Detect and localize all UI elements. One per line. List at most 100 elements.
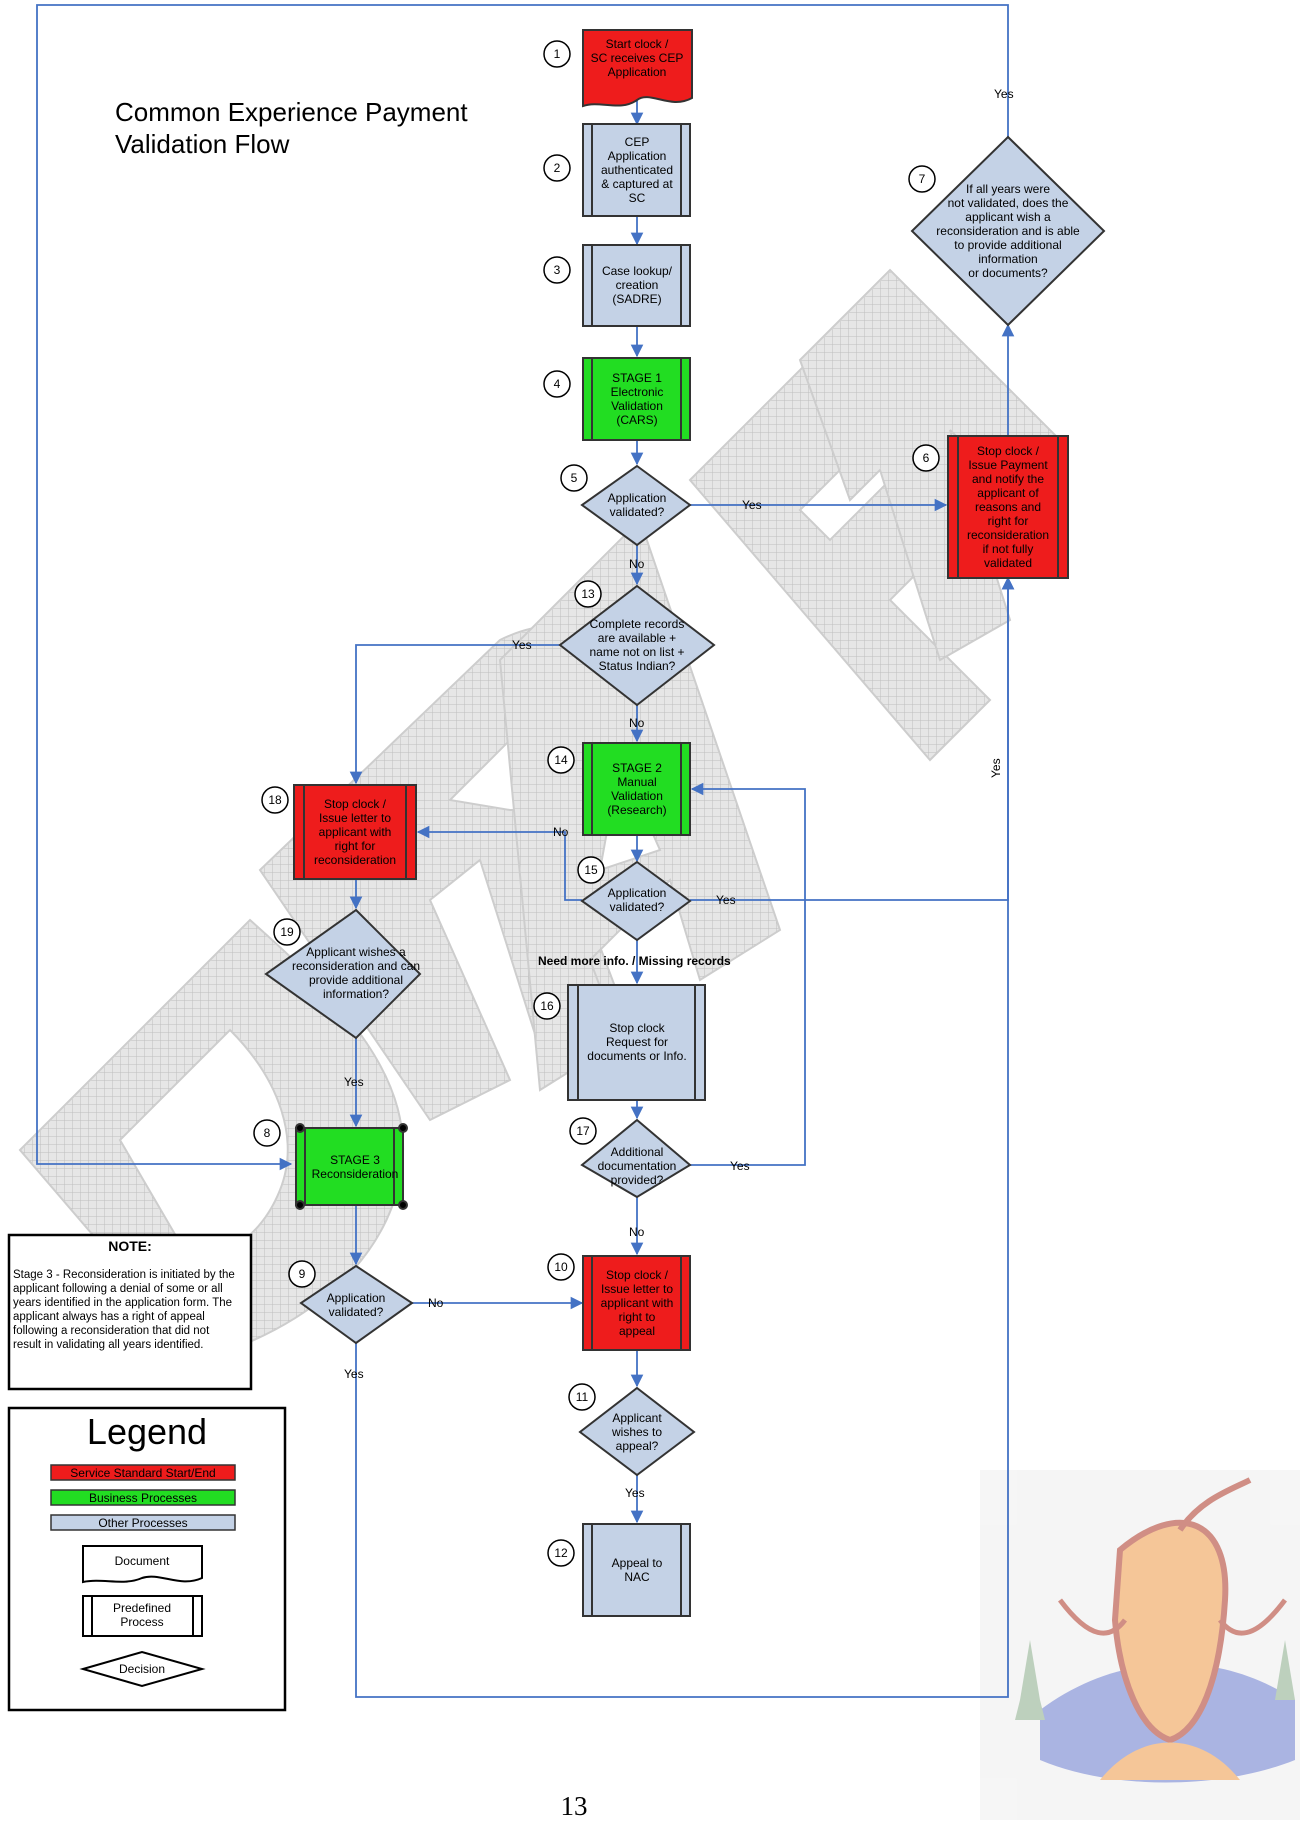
- note-box: NOTE: Stage 3 - Reconsideration is initi…: [7, 1233, 253, 1391]
- step-3-label-line: Case lookup/: [602, 264, 673, 278]
- step-2-label-line: CEP: [625, 135, 650, 149]
- step-1-document: [582, 29, 693, 108]
- connectors: [36, 4, 1015, 1698]
- step-1-number-circle: [543, 40, 571, 68]
- step-2-label-line: authenticated: [601, 163, 673, 177]
- edge-label-7-yes: Yes: [994, 87, 1014, 101]
- step-14-stage-2: [582, 742, 691, 836]
- edge-label-17-no: No: [629, 1225, 645, 1239]
- step-7-number: 7: [919, 172, 926, 186]
- step-11-label-line: wishes to: [611, 1425, 662, 1439]
- step-18-label-line: Issue letter to: [319, 811, 391, 825]
- step-18-stop-clock-reconsideration-letter: [293, 784, 417, 880]
- step-11-number-circle: [568, 1383, 596, 1411]
- step-15-decision: [580, 860, 692, 942]
- step-2-label-line: Application: [608, 149, 667, 163]
- step-16-label-line: Request for: [606, 1035, 668, 1049]
- step-10-stop-clock-appeal-letter: [582, 1255, 691, 1351]
- edge-label-15-no: No: [553, 825, 569, 839]
- step-15-label-line: validated?: [610, 900, 665, 914]
- step-1-label-line: SC receives CEP: [591, 51, 684, 65]
- step-10-label-line: appeal: [619, 1324, 655, 1338]
- step-6-label-line: reconsideration: [967, 528, 1049, 542]
- step-19-number-circle: [273, 918, 301, 946]
- step-7-label-line: reconsideration and is able: [936, 224, 1080, 238]
- step-12-label-line: Appeal to: [612, 1556, 663, 1570]
- legend: Legend Service Standard Start/End Busine…: [7, 1406, 287, 1712]
- step-17-label-line: provided?: [611, 1173, 664, 1187]
- step-15-number: 15: [584, 863, 598, 877]
- step-2-label-line: & captured at: [601, 177, 673, 191]
- step-14-number: 14: [554, 753, 568, 767]
- note-heading: NOTE:: [108, 1238, 152, 1254]
- step-8-number-circle: [253, 1119, 281, 1147]
- step-7-number-circle: [908, 165, 936, 193]
- step-6-label-line: Issue Payment: [968, 458, 1048, 472]
- step-6-label-line: applicant of: [977, 486, 1039, 500]
- step-18-label-line: reconsideration: [314, 853, 396, 867]
- step-3-label-line: creation: [616, 278, 659, 292]
- step-10-number: 10: [554, 1260, 568, 1274]
- step-17-number-circle: [569, 1117, 597, 1145]
- step-17-label-line: documentation: [598, 1159, 677, 1173]
- step-9-label-line: Application: [327, 1291, 386, 1305]
- page-number: 13: [561, 1791, 588, 1821]
- legend-heading: Legend: [87, 1411, 207, 1452]
- legend-decision: Decision: [119, 1662, 165, 1676]
- step-5-label-line: Application: [608, 491, 667, 505]
- step-7-decision: [910, 135, 1106, 327]
- step-5-decision: [580, 464, 692, 547]
- step-2-number: 2: [554, 161, 561, 175]
- step-16-label-line: Stop clock: [609, 1021, 665, 1035]
- title-line-2: Validation Flow: [115, 129, 290, 159]
- step-2-label-line: SC: [629, 191, 646, 205]
- step-6-stop-clock-issue-payment: [947, 435, 1069, 579]
- step-5-label-line: validated?: [610, 505, 665, 519]
- step-3-label-line: (SADRE): [612, 292, 661, 306]
- edge-label-9-yes: Yes: [344, 1367, 364, 1381]
- step-14-label-line: Validation: [611, 789, 663, 803]
- draft-watermark: [18, 268, 1062, 1362]
- step-12-number: 12: [554, 1546, 568, 1560]
- legend-predefined-line-2: Process: [120, 1615, 163, 1629]
- step-3-number-circle: [543, 256, 571, 284]
- step-19-label-line: Applicant wishes a: [306, 945, 406, 959]
- step-1-label-line: Start clock /: [606, 37, 669, 51]
- step-4-label-line: Validation: [611, 399, 663, 413]
- step-17-number: 17: [576, 1124, 590, 1138]
- step-10-label-line: Issue letter to: [601, 1282, 673, 1296]
- edge-label-9-no: No: [428, 1296, 444, 1310]
- legend-service-standard: Service Standard Start/End: [70, 1466, 215, 1480]
- edge-label-13-no: No: [629, 716, 645, 730]
- step-2-predefined-process: [582, 123, 691, 217]
- step-16-number-circle: [533, 992, 561, 1020]
- legend-document: Document: [115, 1554, 170, 1568]
- step-11-label-line: Applicant: [612, 1411, 662, 1425]
- step-4-label-line: Electronic: [611, 385, 664, 399]
- step-6-number: 6: [923, 451, 930, 465]
- step-1-number: 1: [554, 47, 561, 61]
- step-8-label-line: STAGE 3: [330, 1153, 380, 1167]
- node-labels: Start clock /SC receives CEPApplicationC…: [292, 37, 1080, 1584]
- note-line-4: applicant always has a right of appeal: [13, 1311, 205, 1323]
- step-4-number-circle: [543, 370, 571, 398]
- edge-labels: Yes Yes No Yes No No Yes Yes Need more i…: [344, 87, 1014, 1500]
- step-19-label-line: information?: [323, 987, 389, 1001]
- step-12-predefined-process: [582, 1523, 691, 1617]
- step-2-number-circle: [543, 154, 571, 182]
- step-7-label-line: information: [978, 252, 1037, 266]
- edge-label-17-yes: Yes: [730, 1159, 750, 1173]
- note-line-1: Stage 3 - Reconsideration is initiated b…: [13, 1269, 235, 1281]
- note-line-5: following a reconsideration that did not: [13, 1325, 210, 1337]
- step-19-decision: [264, 908, 422, 1040]
- step-12-number-circle: [547, 1539, 575, 1567]
- step-16-predefined-process: [567, 984, 706, 1101]
- step-9-decision: [299, 1264, 414, 1345]
- step-11-decision: [578, 1386, 696, 1477]
- edge-label-5-no: No: [629, 557, 645, 571]
- step-11-number: 11: [576, 1390, 589, 1404]
- step-5-number-circle: [560, 464, 588, 492]
- step-4-label-line: STAGE 1: [612, 371, 662, 385]
- step-14-label-line: STAGE 2: [612, 761, 662, 775]
